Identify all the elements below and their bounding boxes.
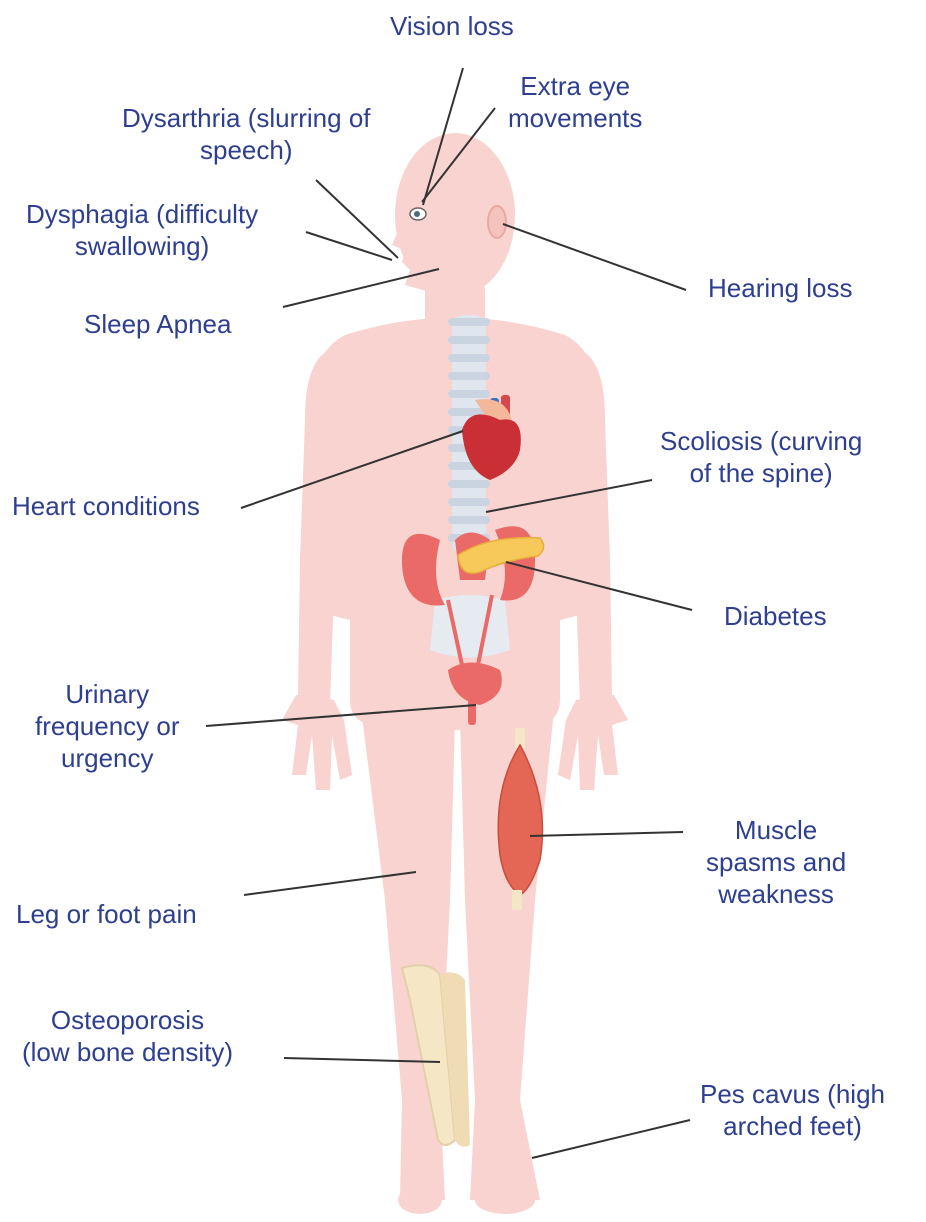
leader-hearing-loss	[503, 224, 686, 290]
ear	[488, 206, 506, 238]
leader-sleep-apnea	[283, 269, 439, 307]
label-diabetes: Diabetes	[724, 600, 827, 632]
label-heart-line1: Heart conditions	[12, 490, 200, 522]
label-muscle-line3: weakness	[706, 878, 846, 910]
label-muscle: Muscle spasms and weakness	[706, 814, 846, 910]
label-osteoporosis-line1: Osteoporosis	[22, 1004, 233, 1036]
eye	[410, 208, 426, 220]
label-urinary-line2: frequency or	[35, 710, 180, 742]
label-scoliosis-line1: Scoliosis (curving	[660, 425, 862, 457]
label-vision-loss: Vision loss	[390, 10, 514, 42]
leader-muscle	[530, 832, 683, 836]
label-hearing-loss-line1: Hearing loss	[708, 272, 853, 304]
label-urinary: Urinary frequency or urgency	[35, 678, 180, 774]
label-osteoporosis-line2: (low bone density)	[22, 1036, 233, 1068]
label-dysarthria: Dysarthria (slurring of speech)	[122, 102, 371, 166]
label-hearing-loss: Hearing loss	[708, 272, 853, 304]
label-leg-pain: Leg or foot pain	[16, 898, 197, 930]
label-sleep-apnea: Sleep Apnea	[84, 308, 231, 340]
label-extra-eye-line2: movements	[508, 102, 642, 134]
label-dysphagia-line2: swallowing)	[26, 230, 258, 262]
label-leg-pain-line1: Leg or foot pain	[16, 898, 197, 930]
label-sleep-apnea-line1: Sleep Apnea	[84, 308, 231, 340]
label-osteoporosis: Osteoporosis (low bone density)	[22, 1004, 233, 1068]
label-scoliosis-line2: of the spine)	[660, 457, 862, 489]
label-dysarthria-line2: speech)	[122, 134, 371, 166]
label-extra-eye: Extra eye movements	[508, 70, 642, 134]
label-urinary-line3: urgency	[35, 742, 180, 774]
label-urinary-line1: Urinary	[35, 678, 180, 710]
leader-pes-cavus	[532, 1120, 690, 1158]
label-diabetes-line1: Diabetes	[724, 600, 827, 632]
label-dysphagia: Dysphagia (difficulty swallowing)	[26, 198, 258, 262]
label-muscle-line1: Muscle	[706, 814, 846, 846]
leader-dysarthria	[316, 180, 398, 258]
label-pes-cavus: Pes cavus (high arched feet)	[700, 1078, 885, 1142]
label-heart: Heart conditions	[12, 490, 200, 522]
label-muscle-line2: spasms and	[706, 846, 846, 878]
label-vision-loss-line1: Vision loss	[390, 10, 514, 42]
label-dysphagia-line1: Dysphagia (difficulty	[26, 198, 258, 230]
label-pes-cavus-line2: arched feet)	[700, 1110, 885, 1142]
label-extra-eye-line1: Extra eye	[508, 70, 642, 102]
label-pes-cavus-line1: Pes cavus (high	[700, 1078, 885, 1110]
leader-dysphagia	[306, 232, 392, 260]
label-dysarthria-line1: Dysarthria (slurring of	[122, 102, 371, 134]
label-scoliosis: Scoliosis (curving of the spine)	[660, 425, 862, 489]
